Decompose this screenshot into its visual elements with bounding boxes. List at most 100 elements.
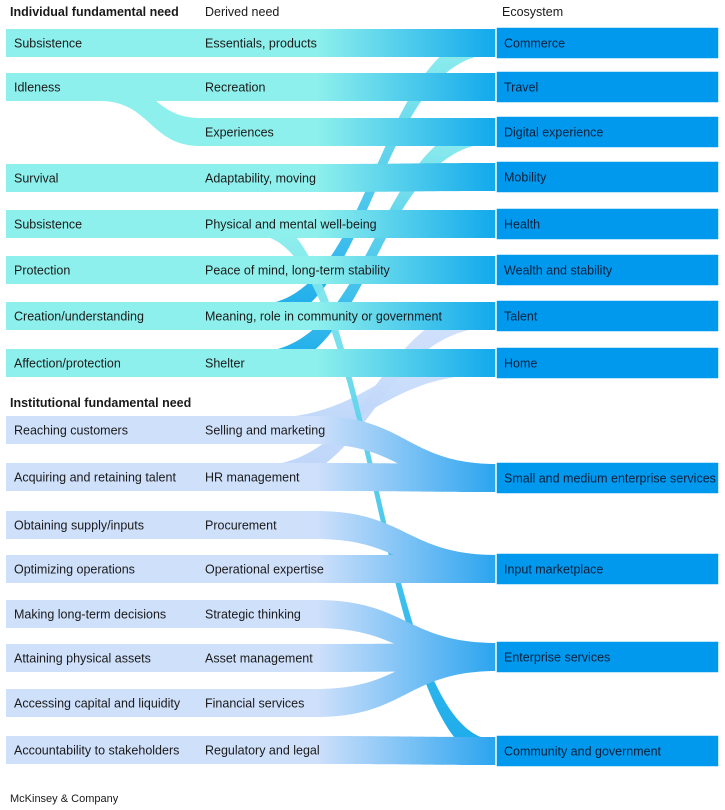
need-row: Accountability to stakeholders Regulatory… bbox=[6, 736, 497, 765]
ecosystem-bar bbox=[495, 253, 720, 287]
need-row: Experiences bbox=[198, 118, 497, 146]
ecosystem-box: Digital experience bbox=[495, 115, 720, 149]
ecosystem-box: Community and government bbox=[495, 734, 720, 768]
fundamental-need-label: Affection/protection bbox=[14, 357, 121, 371]
ecosystem-box: Health bbox=[495, 207, 720, 241]
derived-need-label: Essentials, products bbox=[205, 37, 317, 51]
fundamental-need-label: Accountability to stakeholders bbox=[14, 744, 179, 758]
derived-need-label: Selling and marketing bbox=[205, 424, 325, 438]
ecosystem-bar bbox=[495, 299, 720, 333]
need-row: Affection/protection Shelter bbox=[6, 349, 497, 377]
derived-need-label: Asset management bbox=[205, 652, 313, 666]
ecosystem-label: Talent bbox=[504, 310, 538, 324]
flow-to-ecosystem bbox=[316, 256, 497, 284]
flow-to-ecosystem bbox=[316, 302, 497, 330]
ecosystem-box: Small and medium enterprise services bbox=[495, 461, 720, 495]
fundamental-need-bar bbox=[6, 302, 200, 330]
ecosystem-box: Mobility bbox=[495, 160, 720, 194]
fundamental-need-bar bbox=[6, 256, 200, 284]
derived-need-label: Shelter bbox=[205, 357, 245, 371]
ecosystem-bar bbox=[495, 26, 720, 60]
ecosystem-label: Travel bbox=[504, 81, 538, 95]
ecosystem-box: Home bbox=[495, 346, 720, 380]
ecosystem-label: Enterprise services bbox=[504, 651, 610, 665]
derived-need-bar bbox=[198, 689, 318, 717]
ecosystem-label: Input marketplace bbox=[504, 563, 603, 577]
footer-brand: McKinsey & Company bbox=[10, 793, 119, 805]
flow-to-ecosystem bbox=[316, 555, 497, 583]
fundamental-need-label: Acquiring and retaining talent bbox=[14, 471, 176, 485]
ecosystem-bar bbox=[495, 115, 720, 149]
fundamental-need-bar bbox=[6, 349, 200, 377]
ecosystem-box: Commerce bbox=[495, 26, 720, 60]
derived-need-bar bbox=[198, 118, 318, 146]
ecosystem-label: Small and medium enterprise services bbox=[504, 472, 716, 486]
flow-to-ecosystem bbox=[316, 463, 497, 492]
fundamental-need-label: Survival bbox=[14, 172, 58, 186]
ecosystem-bar bbox=[495, 160, 720, 194]
ecosystem-bar bbox=[495, 640, 720, 674]
derived-need-label: Meaning, role in community or government bbox=[205, 310, 442, 324]
ecosystem-box: Travel bbox=[495, 70, 720, 104]
derived-need-bar bbox=[198, 164, 318, 192]
fundamental-need-bar bbox=[6, 164, 200, 192]
fundamental-need-bar bbox=[6, 463, 200, 491]
derived-need-bar bbox=[198, 511, 318, 539]
ecosystem-bar bbox=[495, 346, 720, 380]
fundamental-need-label: Making long-term decisions bbox=[14, 608, 166, 622]
fundamental-need-bar bbox=[6, 555, 200, 583]
ecosystem-label: Mobility bbox=[504, 171, 547, 185]
ecosystem-label: Home bbox=[504, 357, 537, 371]
fundamental-need-bar bbox=[6, 416, 200, 444]
derived-need-bar bbox=[198, 73, 318, 101]
fundamental-need-bar bbox=[6, 29, 200, 57]
derived-need-bar bbox=[198, 736, 318, 764]
derived-need-bar bbox=[198, 600, 318, 628]
fundamental-need-label: Obtaining supply/inputs bbox=[14, 519, 144, 533]
ecosystem-box: Talent bbox=[495, 299, 720, 333]
derived-need-bar bbox=[198, 210, 318, 238]
fundamental-need-label: Protection bbox=[14, 264, 70, 278]
derived-need-label: Recreation bbox=[205, 81, 265, 95]
derived-need-label: Regulatory and legal bbox=[205, 744, 320, 758]
cross-flow-link bbox=[255, 121, 496, 374]
flow-to-ecosystem bbox=[316, 349, 497, 377]
fundamental-need-bar bbox=[6, 736, 200, 764]
ecosystem-box: Wealth and stability bbox=[495, 253, 720, 287]
header-individual-need: Individual fundamental need bbox=[10, 5, 179, 19]
flow-to-ecosystem bbox=[316, 210, 497, 238]
derived-need-bar bbox=[198, 29, 318, 57]
ecosystem-label: Wealth and stability bbox=[504, 264, 613, 278]
flow-to-ecosystem bbox=[316, 643, 497, 717]
fundamental-need-label: Accessing capital and liquidity bbox=[14, 697, 181, 711]
ecosystem-bar bbox=[495, 461, 720, 495]
need-row: Idleness Recreation bbox=[6, 73, 497, 101]
ecosystem-label: Community and government bbox=[504, 745, 662, 759]
ecosystem-label: Digital experience bbox=[504, 126, 603, 140]
fundamental-need-label: Idleness bbox=[14, 81, 61, 95]
derived-need-label: Financial services bbox=[205, 697, 304, 711]
flow-to-ecosystem bbox=[316, 736, 497, 765]
ecosystem-label: Health bbox=[504, 218, 540, 232]
ecosystem-bar bbox=[495, 552, 720, 586]
derived-need-bar bbox=[198, 644, 318, 672]
header-ecosystem: Ecosystem bbox=[502, 5, 563, 19]
fundamental-need-bar bbox=[6, 210, 200, 238]
flow-to-ecosystem bbox=[316, 118, 497, 146]
fundamental-need-bar bbox=[6, 689, 200, 717]
derived-need-bar bbox=[198, 302, 318, 330]
fundamental-need-label: Creation/understanding bbox=[14, 310, 144, 324]
derived-need-label: Experiences bbox=[205, 126, 274, 140]
ecosystem-box: Input marketplace bbox=[495, 552, 720, 586]
need-row: Accessing capital and liquidity Financial… bbox=[6, 643, 497, 717]
